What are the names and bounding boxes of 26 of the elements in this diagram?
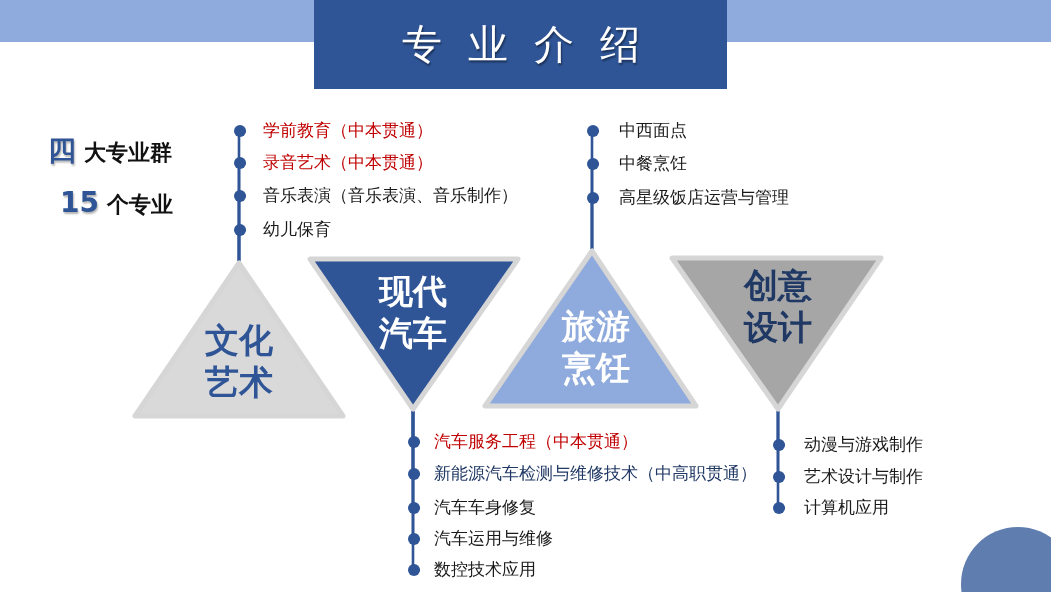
summary-label: 四 大专业群: [48, 134, 172, 169]
list-item-text: 汽车车身修复: [434, 497, 536, 519]
category-label: 文化艺术: [204, 319, 274, 403]
category-label: 现代汽车: [377, 270, 448, 354]
list-item-text: 音乐表演（音乐表演、音乐制作）: [263, 185, 518, 207]
list-item-text: 学前教育（中本贯通）: [263, 120, 433, 142]
summary-label: 15 个专业: [60, 186, 173, 221]
category-label: 创意设计: [742, 264, 813, 348]
list-item-text: 计算机应用: [804, 497, 889, 519]
list-item-text: 中西面点: [619, 120, 687, 142]
connector-line: [234, 224, 246, 261]
connector-line: [587, 192, 599, 249]
list-item-text: 艺术设计与制作: [804, 466, 923, 488]
title-banner: 专业介绍: [0, 0, 1051, 89]
list-item-text: 汽车运用与维修: [434, 528, 553, 550]
category-label: 旅游烹饪: [560, 305, 631, 389]
list-item-text: 幼儿保育: [263, 219, 331, 241]
list-item-text: 汽车服务工程（中本贯通）: [434, 431, 638, 453]
connector-line: [773, 411, 785, 514]
list-item-text: 新能源汽车检测与维修技术（中高职贯通）: [434, 463, 757, 485]
list-item-text: 中餐烹饪: [619, 153, 687, 175]
connector-line: [408, 411, 420, 576]
list-item-text: 数控技术应用: [434, 559, 536, 581]
list-item-text: 动漫与游戏制作: [804, 434, 923, 456]
list-item-text: 高星级饭店运营与管理: [619, 187, 789, 209]
list-item-text: 录音艺术（中本贯通）: [263, 152, 433, 174]
